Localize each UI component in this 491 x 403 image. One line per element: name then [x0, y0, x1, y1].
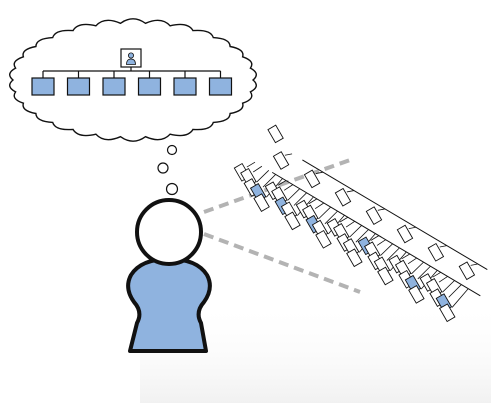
hierarchy-connector [314, 202, 325, 210]
hierarchy-box [439, 303, 456, 323]
hierarchy-connector [318, 206, 331, 220]
hierarchy-connector [439, 245, 447, 248]
hierarchy-connector [246, 161, 256, 168]
hierarchy-connector [339, 216, 349, 223]
hierarchy-box [346, 248, 363, 268]
cloud-org-box [102, 77, 126, 96]
hierarchy-connector [442, 280, 455, 293]
hierarchy-box [253, 193, 270, 212]
hierarchy-connector [417, 265, 431, 280]
thought-cloud-outline [9, 18, 257, 142]
hierarchy-connector [349, 225, 362, 238]
thinking-dot [165, 182, 179, 196]
person-head [135, 198, 203, 266]
hierarchy-connector [408, 226, 416, 230]
hierarchy-connector [277, 180, 287, 186]
hierarchy-connector [287, 188, 300, 201]
hierarchy-box [315, 229, 332, 249]
hierarchy-connector [324, 210, 338, 225]
hierarchy-manager-box [272, 151, 290, 170]
hierarchy-branch-line [271, 171, 481, 297]
cloud-avatar-box [120, 48, 142, 68]
thinking-dot [157, 162, 169, 174]
hierarchy-box [408, 285, 425, 304]
hierarchy-connector [401, 253, 411, 260]
hierarchy-manager-box [334, 187, 352, 207]
hierarchy-connector [377, 208, 386, 211]
hierarchy-connector [355, 229, 369, 243]
hierarchy-root-box [267, 124, 284, 144]
hierarchy-connector [380, 243, 393, 256]
hierarchy-connector [283, 184, 294, 191]
hierarchy-connector [345, 221, 355, 228]
hierarchy-box [377, 266, 394, 286]
hierarchy-connector [252, 165, 263, 173]
hierarchy-manager-box [458, 261, 476, 281]
cloud-org-box [31, 77, 55, 96]
cloud-org-box [137, 77, 162, 96]
hierarchy-connector [438, 276, 448, 283]
person-figure-icon [126, 198, 212, 353]
cloud-org-box [173, 77, 197, 96]
hierarchy-connector [448, 284, 462, 298]
hierarchy-spine [302, 159, 488, 271]
dashed-view-line-upper [203, 158, 351, 214]
cloud-org-box [66, 77, 91, 96]
hierarchy-connector [256, 170, 270, 183]
hierarchy-connector [432, 271, 441, 278]
cloud-org-chart [31, 48, 233, 96]
hierarchy-connector [386, 247, 400, 261]
large-hierarchy-diagram [233, 124, 488, 323]
thinking-dots [157, 144, 179, 196]
hierarchy-connector [411, 261, 424, 275]
hierarchy-manager-box [303, 169, 321, 189]
view-lines [203, 158, 361, 294]
person-body [126, 257, 212, 353]
cloud-org-box [208, 77, 233, 96]
hierarchy-connector [293, 192, 307, 206]
hierarchy-connector [308, 198, 318, 205]
dashed-view-line-lower [203, 232, 361, 294]
thought-bubble [9, 18, 257, 142]
thinking-dot [166, 144, 178, 156]
hierarchy-manager-box [365, 206, 383, 225]
hierarchy-connector [315, 171, 324, 174]
hierarchy-connector [470, 263, 478, 266]
hierarchy-box [284, 211, 301, 231]
hierarchy-connector [284, 153, 293, 156]
hierarchy-manager-box [396, 224, 414, 244]
hierarchy-connector [376, 239, 386, 246]
hierarchy-connector [451, 288, 469, 308]
hierarchy-connector [346, 190, 355, 193]
hierarchy-connector [262, 174, 276, 188]
hierarchy-connector [407, 257, 417, 265]
person-icon [126, 52, 136, 65]
hierarchy-connector [370, 235, 380, 241]
hierarchy-manager-box [427, 242, 445, 262]
